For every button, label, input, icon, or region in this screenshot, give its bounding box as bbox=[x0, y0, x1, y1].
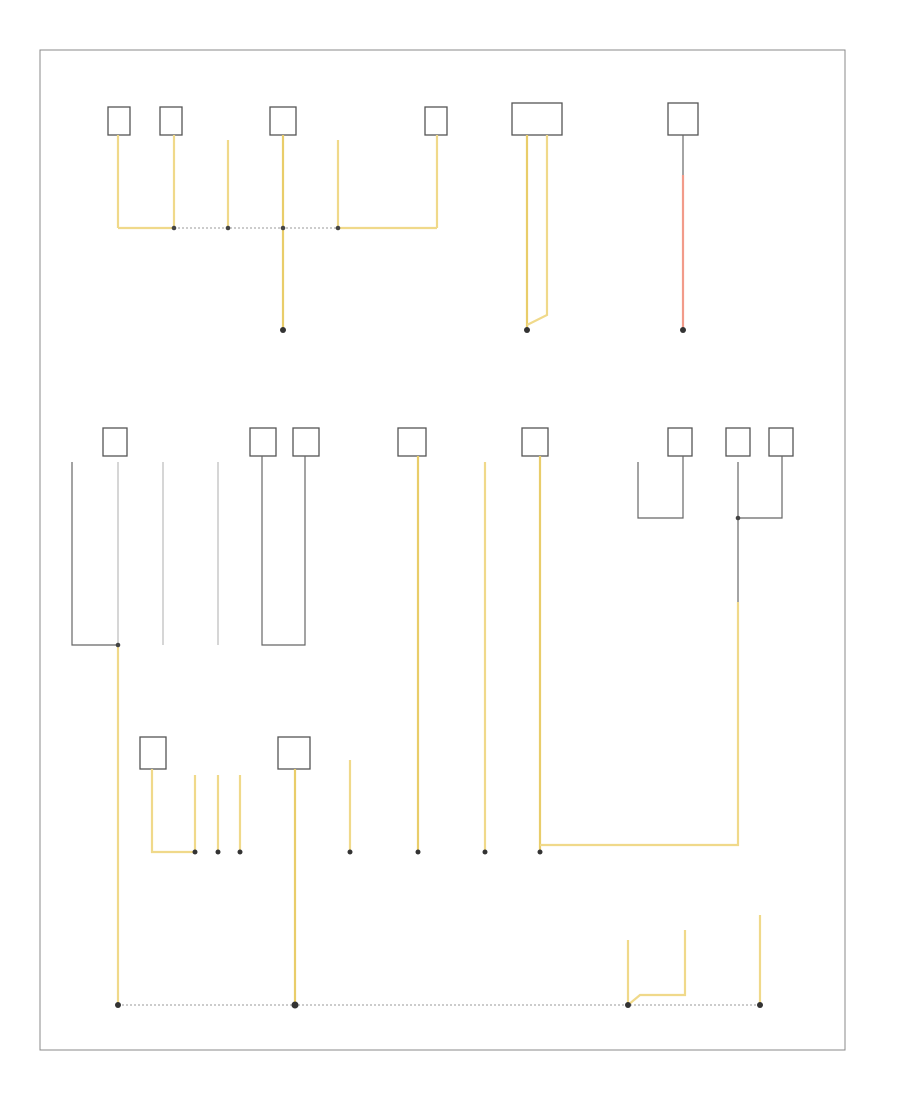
component-box bbox=[139, 736, 167, 770]
ground-point bbox=[524, 327, 530, 333]
splice-point bbox=[171, 225, 177, 231]
component-box bbox=[249, 427, 277, 457]
ground-point bbox=[482, 849, 488, 855]
wire bbox=[150, 769, 195, 854]
component-box bbox=[768, 427, 794, 457]
component-box bbox=[424, 106, 448, 136]
splice-point bbox=[225, 225, 231, 231]
wire bbox=[737, 456, 783, 519]
ground-point bbox=[625, 1002, 631, 1008]
component-box bbox=[397, 427, 427, 457]
ground-point bbox=[415, 849, 421, 855]
ground-point bbox=[537, 849, 543, 855]
splice-point bbox=[735, 515, 741, 521]
ground-point bbox=[237, 849, 243, 855]
middle-section bbox=[71, 427, 794, 1005]
top-section bbox=[107, 102, 699, 333]
component-box bbox=[511, 102, 563, 136]
diagram-frame bbox=[39, 49, 846, 1051]
ground-point bbox=[280, 327, 286, 333]
splice-point bbox=[335, 225, 341, 231]
component-box bbox=[292, 427, 320, 457]
component-box bbox=[277, 736, 311, 770]
component-box bbox=[159, 106, 183, 136]
wire bbox=[627, 930, 687, 1006]
ground-point bbox=[115, 1002, 121, 1008]
component-box bbox=[667, 427, 693, 457]
wire bbox=[261, 456, 306, 646]
splice-point bbox=[280, 225, 286, 231]
component-box bbox=[107, 106, 131, 136]
ground-point bbox=[291, 1001, 299, 1009]
component-box bbox=[269, 106, 297, 136]
ground-point bbox=[215, 849, 221, 855]
wire bbox=[637, 456, 684, 519]
component-box bbox=[667, 102, 699, 136]
component-box bbox=[725, 427, 751, 457]
ground-point bbox=[757, 1002, 763, 1008]
ground-point bbox=[680, 327, 686, 333]
lower-section bbox=[115, 736, 763, 1009]
splice-point bbox=[115, 642, 121, 648]
wire bbox=[71, 462, 118, 646]
wire bbox=[540, 602, 740, 847]
component-box bbox=[521, 427, 549, 457]
ground-point bbox=[347, 849, 353, 855]
ground-point bbox=[192, 849, 198, 855]
component-box bbox=[102, 427, 128, 457]
wire bbox=[526, 135, 549, 326]
